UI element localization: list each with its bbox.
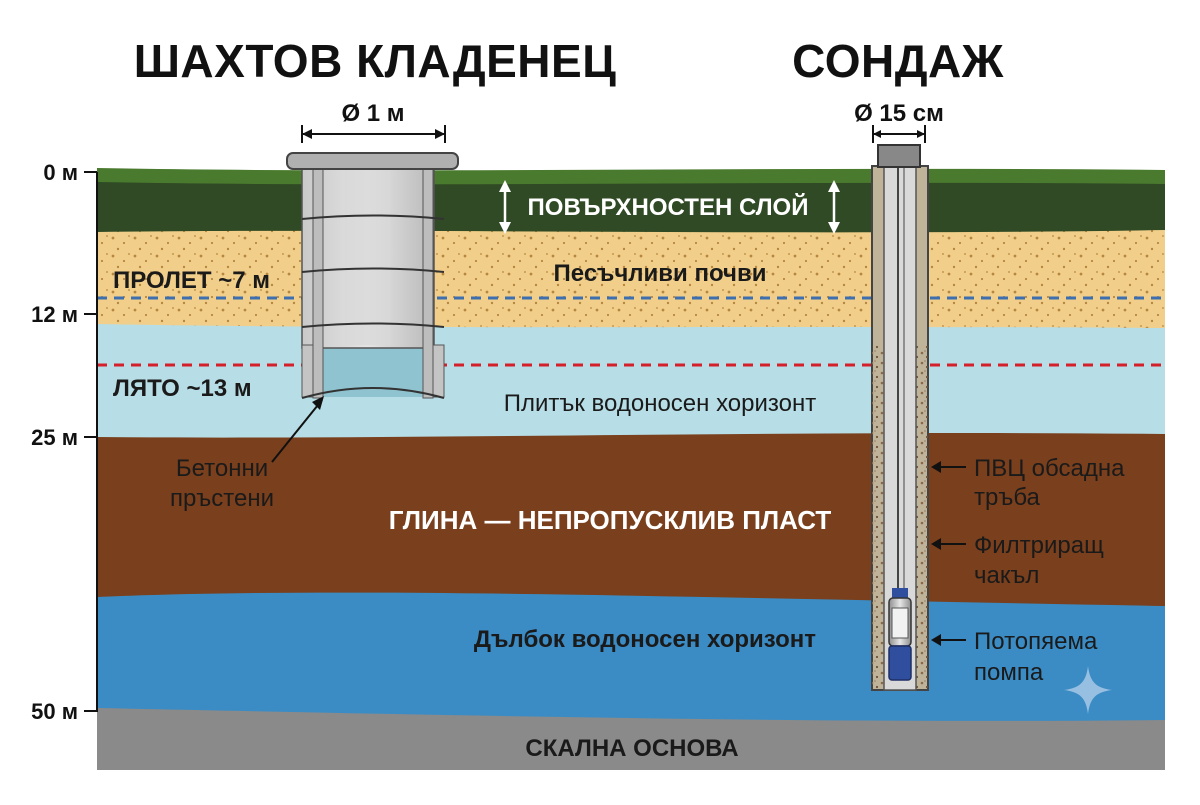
shaft-diameter-arrow [301,125,446,143]
summer-level-label: ЛЯТО ~13 м [113,375,252,402]
shaft-diameter-label: Ø 1 м [341,100,404,127]
bedrock-label: СКАЛНА ОСНОВА [525,735,738,762]
pvc-casing-label-1: ПВЦ обсадна [974,455,1125,482]
submersible-pump-label-1: Потопяема [974,628,1098,655]
surface-layer-arrows [499,180,840,234]
sand-layer-label: Песъчливи почви [554,260,767,287]
gravel-filter-callout: Филтриращ чакъл [931,532,1104,589]
borehole-diameter-label: Ø 15 см [854,100,944,127]
concrete-rings-callout: Бетонни пръстени [170,396,324,512]
layer-bedrock [97,706,1165,770]
shaft-well [286,152,459,399]
borehole [871,144,929,691]
pvc-casing-label-2: тръба [974,484,1041,511]
submersible-pump-callout: Потопяема помпа [931,628,1098,686]
title-shaft-well: ШАХТОВ КЛАДЕНЕЦ [134,35,617,87]
pvc-casing-callout: ПВЦ обсадна тръба [931,455,1125,511]
layer-shallow-aquifer [97,322,1165,438]
borehole-diameter-arrow [872,125,926,143]
clay-layer-label: ГЛИНА — НЕПРОПУСКЛИВ ПЛАСТ [389,505,832,535]
gravel-filter-label-1: Филтриращ [974,532,1104,559]
depth-scale: 0 м 12 м 25 м 50 м [31,160,98,724]
surface-layer-label: ПОВЪРХНОСТЕН СЛОЙ [528,193,809,221]
gravel-filter-label-2: чакъл [974,562,1039,589]
spring-level-label: ПРОЛЕТ ~7 м [113,267,270,294]
submersible-pump-label-2: помпа [974,659,1044,686]
depth-tick-0: 0 м [43,160,78,185]
shallow-aquifer-label: Плитък водоносен хоризонт [504,390,817,417]
layer-deep-aquifer [97,591,1165,721]
title-borehole: СОНДАЖ [792,35,1004,87]
depth-tick-50: 50 м [31,699,78,724]
depth-tick-12: 12 м [31,302,78,327]
submersible-pump [888,588,912,681]
concrete-rings-label-1: Бетонни [176,455,268,482]
depth-tick-25: 25 м [31,425,78,450]
deep-aquifer-label: Дълбок водоносен хоризонт [474,626,816,653]
concrete-rings-label-2: пръстени [170,485,274,512]
sparkle-icon [1064,666,1112,714]
